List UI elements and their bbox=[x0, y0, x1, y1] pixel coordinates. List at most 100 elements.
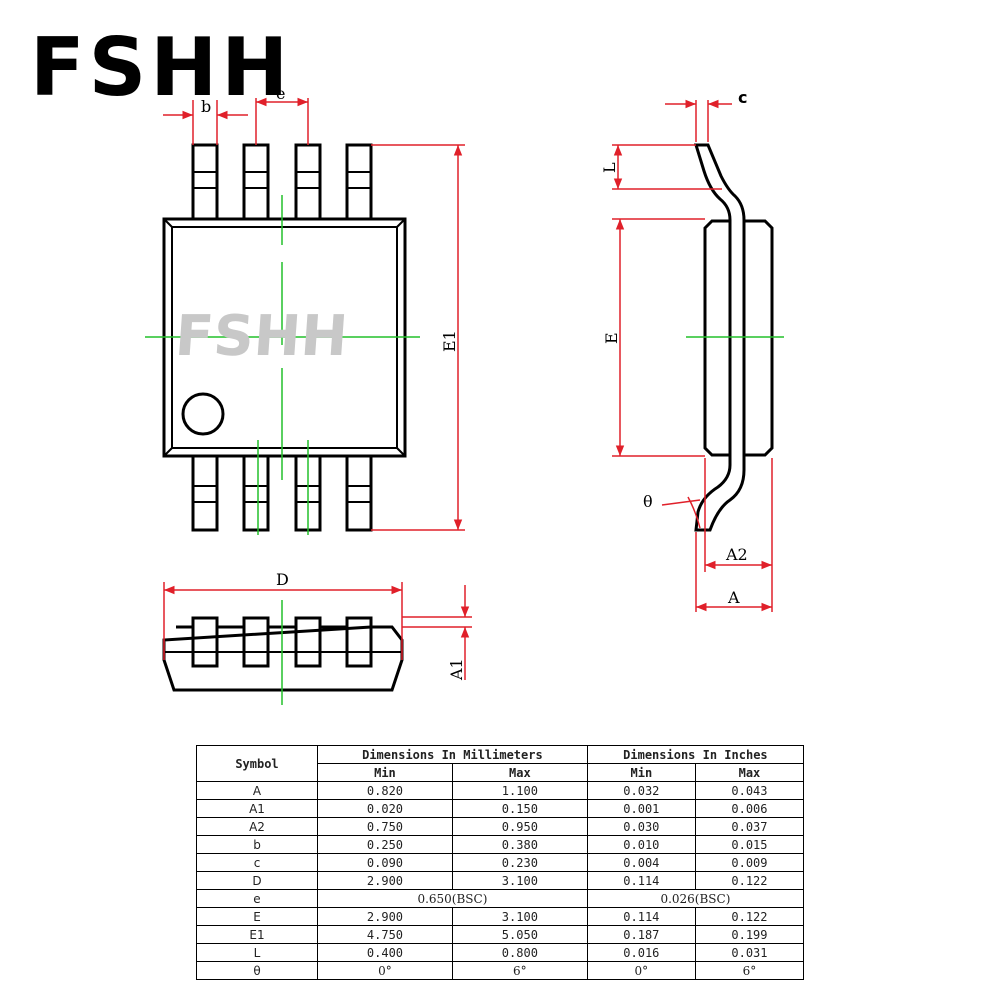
dim-A1 bbox=[402, 585, 472, 680]
table-row: b 0.250 0.380 0.010 0.015 bbox=[196, 835, 805, 854]
cell-in-min: 0.187 bbox=[586, 925, 696, 944]
cell-mm-max: 3.100 bbox=[451, 871, 588, 890]
cell-mm-min: 0.250 bbox=[317, 835, 453, 854]
lead-bottom-1 bbox=[191, 454, 219, 532]
cell-in-max: 0.043 bbox=[694, 781, 805, 800]
label-L: L bbox=[600, 162, 619, 173]
dim-A2 bbox=[704, 458, 773, 572]
cell-mm-max: 1.100 bbox=[451, 781, 588, 800]
row-symbol: b bbox=[196, 835, 318, 854]
label-D: D bbox=[276, 570, 289, 589]
dim-E1 bbox=[371, 144, 465, 531]
front-body bbox=[162, 625, 404, 692]
row-symbol: A1 bbox=[196, 799, 318, 818]
dimension-table: Symbol Dimensions In Millimeters Dimensi… bbox=[196, 745, 805, 980]
cell-in-max: 0.031 bbox=[694, 943, 805, 962]
label-A: A bbox=[727, 588, 740, 607]
watermark-text: FSHH bbox=[173, 304, 350, 369]
front-lead-3 bbox=[294, 616, 322, 668]
label-e: e bbox=[276, 84, 285, 103]
lead-bottom-4 bbox=[345, 454, 373, 532]
cell-in-min: 0.114 bbox=[586, 907, 696, 926]
cell-in-min: 0° bbox=[586, 961, 696, 980]
cell-mm-max: 5.050 bbox=[451, 925, 588, 944]
centerlines-top-view bbox=[145, 195, 420, 535]
cell-mm-max: 3.100 bbox=[451, 907, 588, 926]
cell-in-min: 0.030 bbox=[586, 817, 696, 836]
side-view bbox=[693, 143, 774, 532]
table-row: D 2.900 3.100 0.114 0.122 bbox=[196, 871, 805, 890]
cell-in-max: 0.009 bbox=[694, 853, 805, 872]
cell-in-max: 0.015 bbox=[694, 835, 805, 854]
lead-top-3 bbox=[294, 143, 322, 221]
table-row: A 0.820 1.100 0.032 0.043 bbox=[196, 781, 805, 800]
dim-b bbox=[163, 100, 248, 145]
dim-c bbox=[665, 99, 732, 142]
cell-mm-min: 2.900 bbox=[317, 871, 453, 890]
cell-mm-max: 0.800 bbox=[451, 943, 588, 962]
cell-mm-min: 0.400 bbox=[317, 943, 453, 962]
cell-mm-min: 0.090 bbox=[317, 853, 453, 872]
label-E1: E1 bbox=[440, 330, 459, 352]
lead-top-1 bbox=[191, 143, 219, 221]
cell-mm-bsc: 0.650(BSC) bbox=[317, 889, 588, 908]
row-symbol: θ bbox=[196, 961, 318, 980]
dim-theta bbox=[661, 496, 701, 529]
cell-in-bsc: 0.026(BSC) bbox=[586, 889, 805, 908]
dim-e bbox=[255, 97, 309, 145]
row-symbol: E bbox=[196, 907, 318, 926]
cell-mm-min: 0° bbox=[317, 961, 453, 980]
cell-mm-min: 0.750 bbox=[317, 817, 453, 836]
cell-in-max: 0.006 bbox=[694, 799, 805, 818]
dim-E bbox=[612, 218, 705, 457]
cell-in-max: 0.122 bbox=[694, 871, 805, 890]
table-row: L 0.400 0.800 0.016 0.031 bbox=[196, 943, 805, 962]
front-lead-2 bbox=[242, 616, 270, 668]
package-drawing: FSHH b e E1 c L E bbox=[145, 84, 784, 705]
header-in-min: Min bbox=[586, 763, 696, 782]
table-row: c 0.090 0.230 0.004 0.009 bbox=[196, 853, 805, 872]
header-symbol: Symbol bbox=[196, 745, 318, 782]
cell-in-min: 0.032 bbox=[586, 781, 696, 800]
cell-in-max: 0.199 bbox=[694, 925, 805, 944]
cell-in-min: 0.114 bbox=[586, 871, 696, 890]
lead-top-2 bbox=[242, 143, 270, 221]
header-in-max: Max bbox=[694, 763, 805, 782]
table-row: E 2.900 3.100 0.114 0.122 bbox=[196, 907, 805, 926]
row-symbol: D bbox=[196, 871, 318, 890]
front-lead-1 bbox=[191, 616, 219, 668]
brand-logo: FSHH bbox=[30, 21, 293, 114]
cell-mm-max: 6° bbox=[451, 961, 588, 980]
front-lead-4 bbox=[345, 616, 373, 668]
cell-in-max: 0.122 bbox=[694, 907, 805, 926]
cell-mm-min: 0.020 bbox=[317, 799, 453, 818]
pin1-marker bbox=[181, 392, 225, 436]
row-symbol: L bbox=[196, 943, 318, 962]
lead-bottom-2 bbox=[242, 454, 270, 532]
cell-mm-max: 0.380 bbox=[451, 835, 588, 854]
label-A2: A2 bbox=[725, 545, 748, 564]
header-mm: Dimensions In Millimeters bbox=[317, 745, 588, 764]
label-A1: A1 bbox=[447, 658, 466, 681]
cell-in-min: 0.010 bbox=[586, 835, 696, 854]
row-symbol: E1 bbox=[196, 925, 318, 944]
row-symbol: c bbox=[196, 853, 318, 872]
row-symbol: A2 bbox=[196, 817, 318, 836]
table-row: e 0.650(BSC) 0.026(BSC) bbox=[196, 889, 805, 908]
cell-mm-max: 0.950 bbox=[451, 817, 588, 836]
row-symbol: e bbox=[196, 889, 318, 908]
dim-A bbox=[695, 532, 773, 612]
table-row: A1 0.020 0.150 0.001 0.006 bbox=[196, 799, 805, 818]
label-c: c bbox=[738, 88, 747, 107]
header-mm-min: Min bbox=[317, 763, 453, 782]
label-E: E bbox=[602, 332, 621, 344]
front-view bbox=[162, 616, 404, 692]
dim-L bbox=[612, 144, 722, 190]
table-row: A2 0.750 0.950 0.030 0.037 bbox=[196, 817, 805, 836]
cell-in-max: 6° bbox=[694, 961, 805, 980]
cell-mm-max: 0.230 bbox=[451, 853, 588, 872]
row-symbol: A bbox=[196, 781, 318, 800]
label-b: b bbox=[201, 97, 211, 116]
cell-mm-min: 2.900 bbox=[317, 907, 453, 926]
cell-in-min: 0.016 bbox=[586, 943, 696, 962]
